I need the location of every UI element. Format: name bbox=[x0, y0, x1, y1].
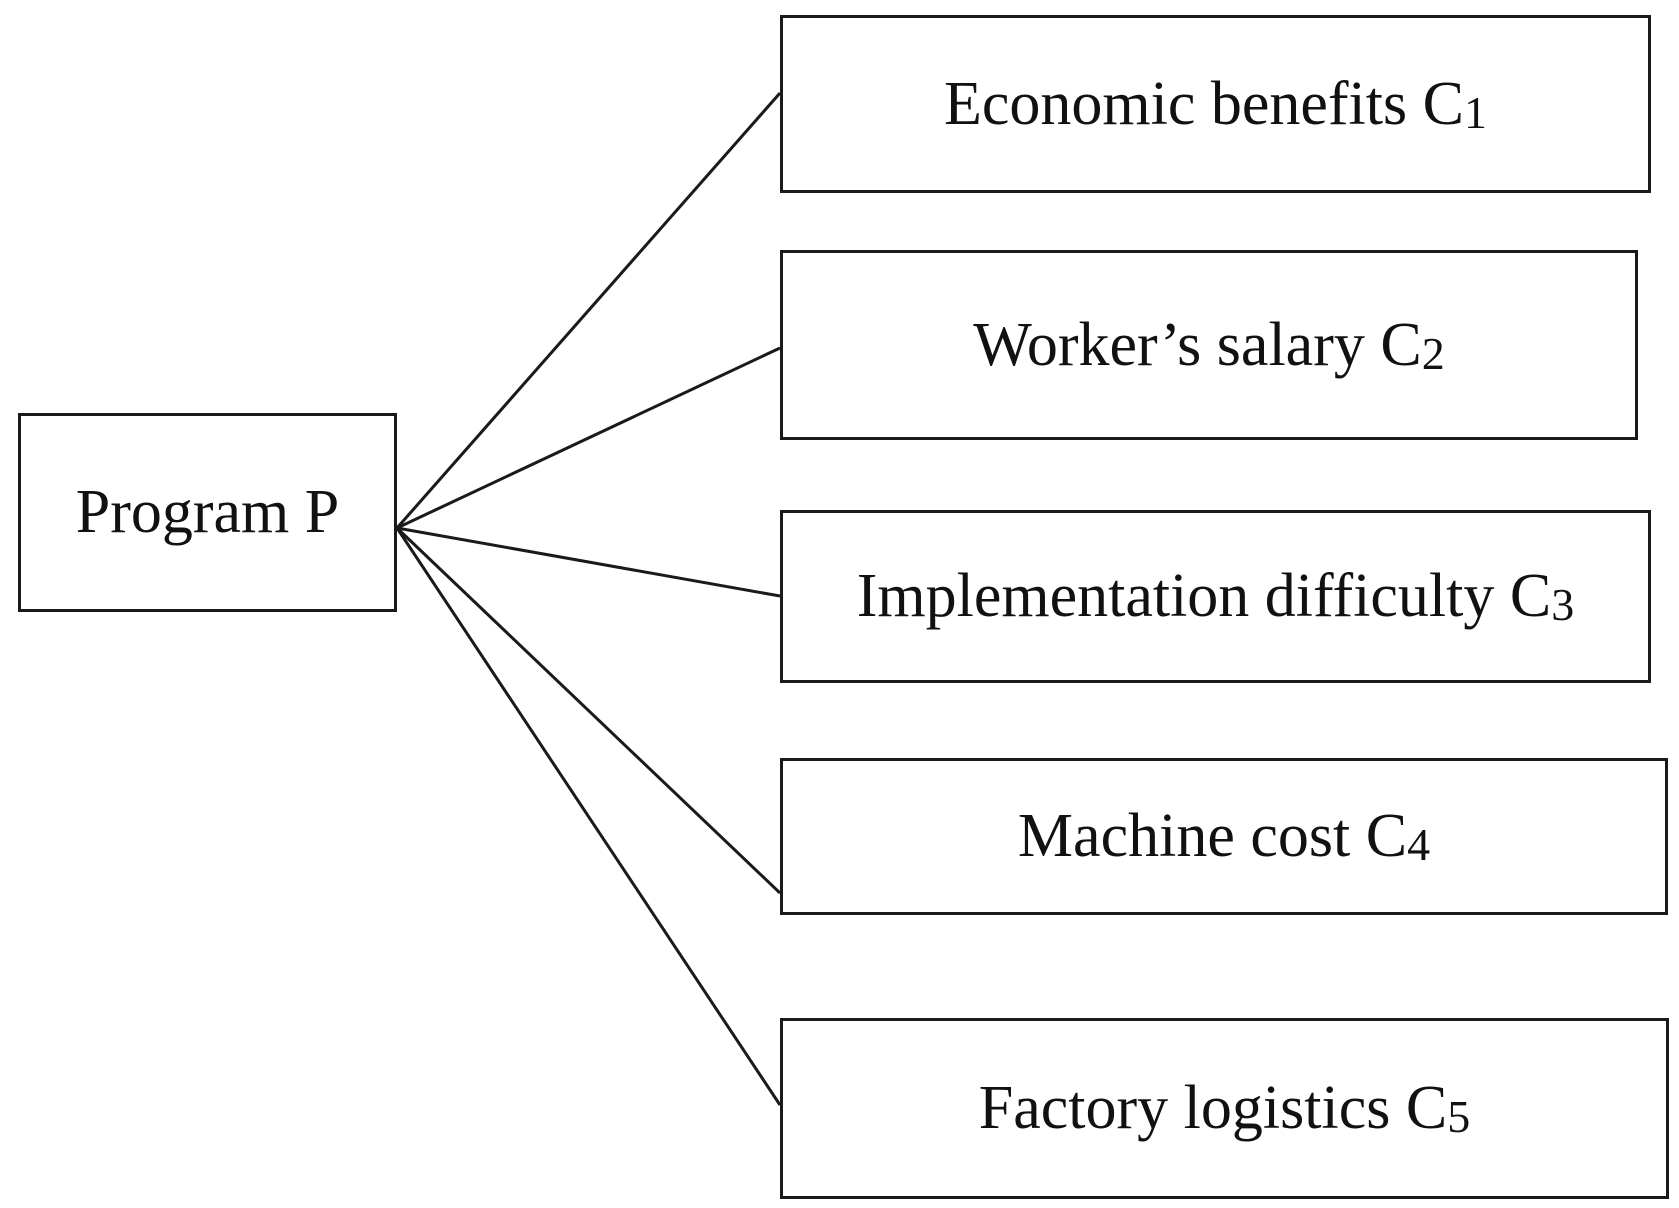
criterion-node-economic-benefits: Economic benefits C1 bbox=[780, 15, 1651, 193]
connector-c3 bbox=[396, 526, 781, 598]
criterion-label: Machine cost bbox=[1017, 802, 1351, 870]
criterion-code: C5 bbox=[1405, 1074, 1471, 1142]
root-node-label: Program P bbox=[75, 478, 340, 546]
criterion-label: Worker’s salary bbox=[973, 310, 1365, 379]
connector-c5 bbox=[395, 527, 782, 1106]
criterion-code: C1 bbox=[1422, 69, 1487, 138]
criterion-code-index: 3 bbox=[1551, 579, 1575, 630]
connector-c2 bbox=[396, 346, 781, 530]
criterion-code: C4 bbox=[1365, 802, 1431, 870]
criterion-code: C2 bbox=[1380, 310, 1445, 379]
criterion-label: Factory logistics bbox=[978, 1074, 1391, 1142]
criterion-code-index: 2 bbox=[1421, 327, 1445, 379]
criterion-label: Implementation difficulty bbox=[856, 562, 1495, 630]
criterion-code-index: 5 bbox=[1447, 1091, 1471, 1142]
connector-c1 bbox=[395, 92, 782, 529]
criterion-code: C3 bbox=[1509, 562, 1575, 630]
criterion-node-machine-cost: Machine cost C4 bbox=[780, 758, 1668, 915]
criterion-code-index: 4 bbox=[1407, 819, 1431, 870]
criterion-label: Economic benefits bbox=[944, 69, 1408, 138]
criterion-node-workers-salary: Worker’s salary C2 bbox=[780, 250, 1638, 440]
connector-c4 bbox=[395, 526, 782, 895]
root-node-program: Program P bbox=[18, 413, 397, 612]
criterion-node-factory-logistics: Factory logistics C5 bbox=[780, 1018, 1669, 1199]
criterion-node-implementation-difficulty: Implementation difficulty C3 bbox=[780, 510, 1651, 683]
criterion-code-index: 1 bbox=[1463, 86, 1487, 138]
